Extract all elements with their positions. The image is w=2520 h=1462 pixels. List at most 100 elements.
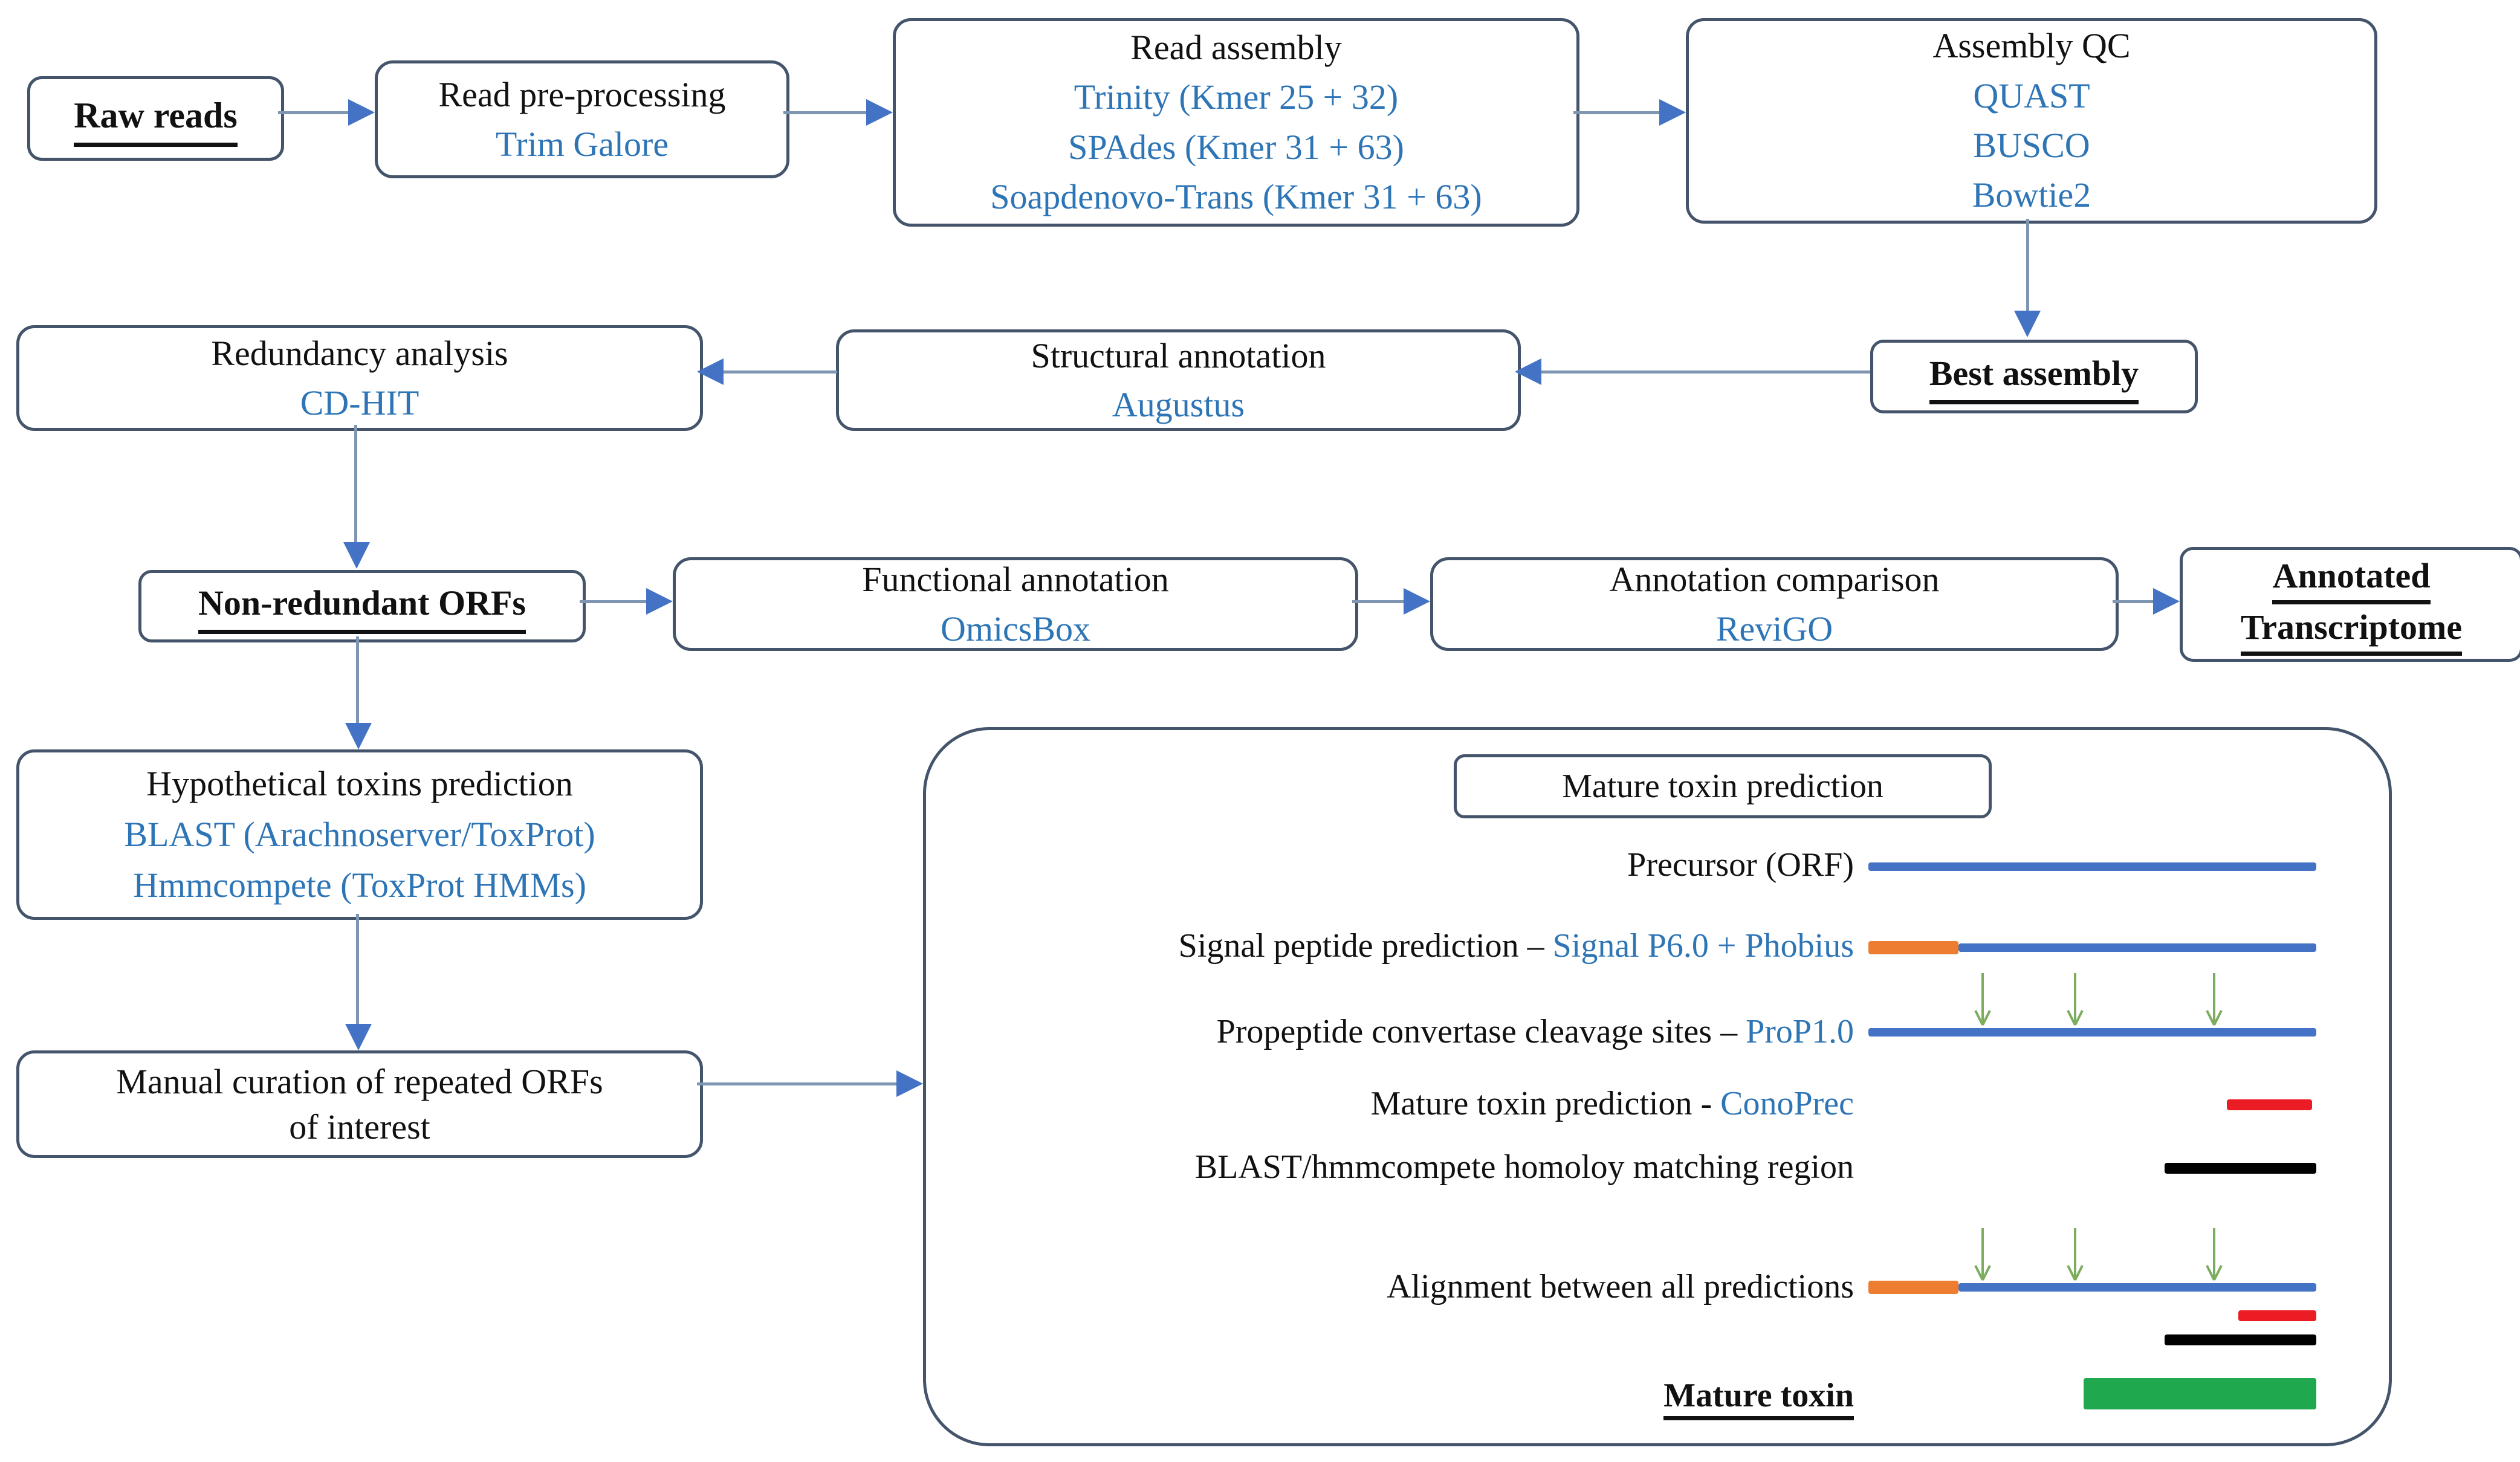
alignment-bar-black	[2165, 1334, 2316, 1345]
mature-toxin-label-text: Mature toxin	[1663, 1377, 1854, 1420]
read-preprocessing-box: Read pre-processing Trim Galore	[375, 60, 789, 178]
arrowhead-curation-panel	[896, 1070, 923, 1097]
conoprec-label: Mature toxin prediction - ConoPrec	[1371, 1084, 1854, 1124]
cleavage-site-arrow-icon	[2065, 1227, 2085, 1282]
raw-reads-box: Raw reads	[27, 76, 284, 161]
alignment-label: Alignment between all predictions	[1387, 1268, 1854, 1305]
assembly-qc-box: Assembly QC QUAST BUSCO Bowtie2	[1686, 18, 2377, 224]
manual-curation-line1: Manual curation of repeated ORFs	[116, 1061, 603, 1101]
alignment-bar-orange	[1868, 1281, 1958, 1294]
cleavage-site-arrow-icon	[2204, 972, 2224, 1027]
annotation-comparison-box: Annotation comparison ReviGO	[1430, 557, 2119, 651]
arrowhead-rawreads-preprocessing	[348, 99, 375, 126]
redundancy-analysis-tool: CD-HIT	[300, 383, 419, 422]
mature-toxin-panel: Mature toxin prediction Precursor (ORF) …	[923, 727, 2392, 1446]
read-assembly-tool-soapdenovo: Soapdenovo-Trans (Kmer 31 + 63)	[990, 176, 1482, 216]
connector-assembly-qc	[1573, 111, 1661, 114]
propeptide-bar	[1868, 1028, 2316, 1037]
structural-annotation-title: Structural annotation	[1031, 335, 1326, 375]
arrowhead-comparison-transcriptome	[2153, 588, 2180, 615]
annotation-comparison-title: Annotation comparison	[1609, 560, 1940, 600]
precursor-label: Precursor (ORF)	[1627, 846, 1854, 884]
connector-bestassembly-structural	[1540, 370, 1870, 374]
arrowhead-structural-redundancy	[697, 358, 724, 385]
propeptide-tool-text: ProP1.0	[1746, 1013, 1854, 1050]
structural-annotation-box: Structural annotation Augustus	[836, 329, 1521, 431]
mature-toxin-panel-title: Mature toxin prediction	[1562, 768, 1884, 805]
arrowhead-orfs-hypothetical	[345, 723, 372, 749]
cleavage-site-arrow-icon	[1972, 972, 1993, 1027]
mature-toxin-panel-title-box: Mature toxin prediction	[1454, 754, 1992, 818]
cleavage-site-arrow-icon	[2204, 1227, 2224, 1282]
signal-peptide-label: Signal peptide prediction – Signal P6.0 …	[1179, 926, 1854, 966]
arrowhead-bestassembly-structural	[1515, 358, 1541, 385]
hypothetical-toxins-title: Hypothetical toxins prediction	[146, 763, 573, 803]
connector-functional-comparison	[1352, 600, 1405, 603]
connector-rawreads-preprocessing	[278, 111, 351, 114]
signal-peptide-label-text: Signal peptide prediction –	[1178, 927, 1553, 965]
arrowhead-qc-bestassembly	[2014, 311, 2041, 337]
best-assembly-box: Best assembly	[1870, 340, 2198, 413]
non-redundant-orfs-label: Non-redundant ORFs	[198, 578, 526, 634]
read-preprocessing-tool: Trim Galore	[495, 124, 669, 164]
read-assembly-tool-trinity: Trinity (Kmer 25 + 32)	[1074, 77, 1399, 117]
functional-annotation-tool: OmicsBox	[940, 609, 1091, 649]
connector-preprocessing-assembly	[783, 111, 868, 114]
cleavage-site-arrow-icon	[1972, 1227, 1993, 1282]
non-redundant-orfs-box: Non-redundant ORFs	[138, 570, 586, 642]
blast-homology-label: BLAST/hmmcompete homoloy matching region	[1194, 1148, 1854, 1186]
hypothetical-toxins-tool-blast: BLAST (Arachnoserver/ToxProt)	[124, 814, 595, 854]
conoprec-label-text: Mature toxin prediction -	[1370, 1085, 1721, 1122]
assembly-qc-title: Assembly QC	[1932, 26, 2131, 66]
signal-peptide-bar-blue	[1958, 943, 2316, 952]
raw-reads-label: Raw reads	[74, 90, 238, 147]
propeptide-label-text: Propeptide convertase cleavage sites –	[1216, 1013, 1746, 1050]
functional-annotation-title: Functional annotation	[862, 560, 1169, 600]
arrowhead-preprocessing-assembly	[866, 99, 893, 126]
read-assembly-tool-spades: SPAdes (Kmer 31 + 63)	[1068, 127, 1404, 167]
functional-annotation-box: Functional annotation OmicsBox	[673, 557, 1358, 651]
connector-comparison-transcriptome	[2113, 600, 2155, 603]
connector-orfs-functional	[580, 600, 648, 603]
conoprec-tool-text: ConoPrec	[1720, 1085, 1854, 1122]
assembly-qc-tool-bowtie2: Bowtie2	[1972, 175, 2091, 215]
read-assembly-box: Read assembly Trinity (Kmer 25 + 32) SPA…	[893, 18, 1579, 227]
signal-peptide-bar-orange	[1868, 941, 1958, 954]
structural-annotation-tool: Augustus	[1112, 385, 1245, 424]
assembly-qc-tool-quast: QUAST	[1973, 76, 2090, 115]
cleavage-site-arrow-icon	[2065, 972, 2085, 1027]
annotated-transcriptome-line1: Annotated	[2272, 553, 2431, 604]
arrowhead-redundancy-orfs	[343, 542, 370, 569]
manual-curation-box: Manual curation of repeated ORFs of inte…	[16, 1050, 703, 1158]
precursor-bar	[1868, 862, 2316, 871]
connector-redundancy-orfs	[354, 425, 357, 545]
manual-curation-line2: of interest	[289, 1107, 430, 1147]
blast-homology-bar	[2165, 1163, 2316, 1174]
assembly-qc-tool-busco: BUSCO	[1973, 126, 2090, 165]
annotation-comparison-tool: ReviGO	[1715, 609, 1833, 649]
conoprec-bar	[2227, 1099, 2312, 1110]
propeptide-label: Propeptide convertase cleavage sites – P…	[1217, 1012, 1854, 1052]
arrowhead-functional-comparison	[1404, 588, 1430, 615]
connector-orfs-hypothetical	[356, 636, 359, 725]
annotated-transcriptome-box: Annotated Transcriptome	[2180, 547, 2520, 662]
arrowhead-hypothetical-curation	[345, 1024, 372, 1050]
mature-toxin-label: Mature toxin	[1663, 1376, 1854, 1420]
alignment-bar-blue	[1958, 1283, 2316, 1292]
redundancy-analysis-title: Redundancy analysis	[211, 334, 508, 374]
read-assembly-title: Read assembly	[1130, 27, 1342, 67]
mature-toxin-bar	[2084, 1378, 2316, 1409]
best-assembly-label: Best assembly	[1929, 349, 2139, 404]
hypothetical-toxins-tool-hmmcompete: Hmmcompete (ToxProt HMMs)	[133, 865, 586, 905]
connector-curation-panel	[697, 1082, 898, 1085]
connector-qc-bestassembly	[2026, 219, 2029, 312]
arrowhead-assembly-qc	[1659, 99, 1686, 126]
signal-peptide-tool-text: Signal P6.0 + Phobius	[1552, 927, 1854, 965]
connector-hypothetical-curation	[356, 914, 359, 1026]
alignment-bar-red	[2238, 1310, 2316, 1321]
connector-structural-redundancy	[722, 370, 837, 374]
hypothetical-toxins-box: Hypothetical toxins prediction BLAST (Ar…	[16, 749, 703, 920]
read-preprocessing-title: Read pre-processing	[438, 75, 726, 115]
redundancy-analysis-box: Redundancy analysis CD-HIT	[16, 325, 703, 431]
